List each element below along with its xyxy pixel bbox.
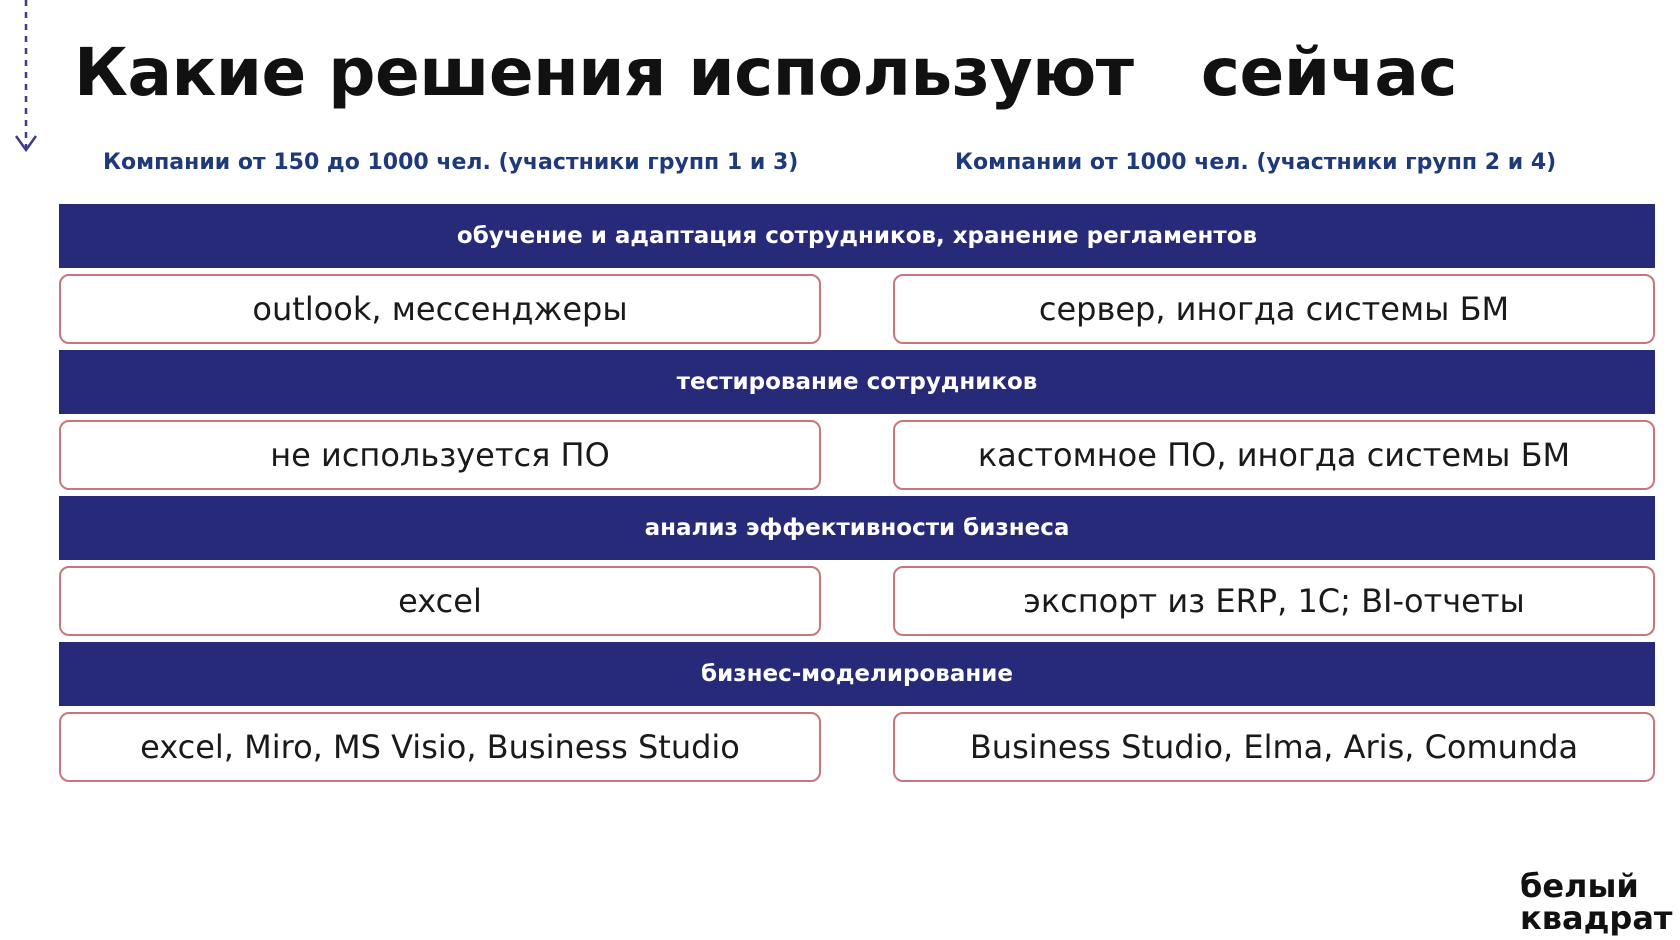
column-header-large-companies: Компании от 1000 чел. (участники групп 2…: [955, 150, 1557, 175]
cell-small-companies: excel: [59, 566, 821, 636]
cell-small-companies: не используется ПО: [59, 420, 821, 490]
category-band-modeling: бизнес-моделирование: [59, 642, 1655, 706]
brand-logo: белый квадрат: [1520, 870, 1672, 934]
category-band-analysis: анализ эффективности бизнеса: [59, 496, 1655, 560]
page-title: Какие решения используют сейчас: [74, 34, 1458, 111]
logo-line-1: белый: [1520, 867, 1639, 905]
category-band-testing: тестирование сотрудников: [59, 350, 1655, 414]
comparison-table: обучение и адаптация сотрудников, хранен…: [59, 204, 1655, 788]
table-row: outlook, мессенджеры сервер, иногда сист…: [59, 274, 1655, 344]
dashed-down-arrow-icon: [14, 0, 38, 153]
cell-large-companies: сервер, иногда системы БМ: [893, 274, 1655, 344]
logo-line-2: квадрат: [1520, 899, 1673, 937]
cell-large-companies: Business Studio, Elma, Aris, Comunda: [893, 712, 1655, 782]
cell-large-companies: кастомное ПО, иногда системы БМ: [893, 420, 1655, 490]
table-row: excel, Miro, MS Visio, Business Studio B…: [59, 712, 1655, 782]
column-header-small-companies: Компании от 150 до 1000 чел. (участники …: [103, 150, 799, 175]
cell-large-companies: экспорт из ERP, 1С; BI-отчеты: [893, 566, 1655, 636]
cell-small-companies: outlook, мессенджеры: [59, 274, 821, 344]
table-row: не используется ПО кастомное ПО, иногда …: [59, 420, 1655, 490]
cell-small-companies: excel, Miro, MS Visio, Business Studio: [59, 712, 821, 782]
category-band-training: обучение и адаптация сотрудников, хранен…: [59, 204, 1655, 268]
table-row: excel экспорт из ERP, 1С; BI-отчеты: [59, 566, 1655, 636]
